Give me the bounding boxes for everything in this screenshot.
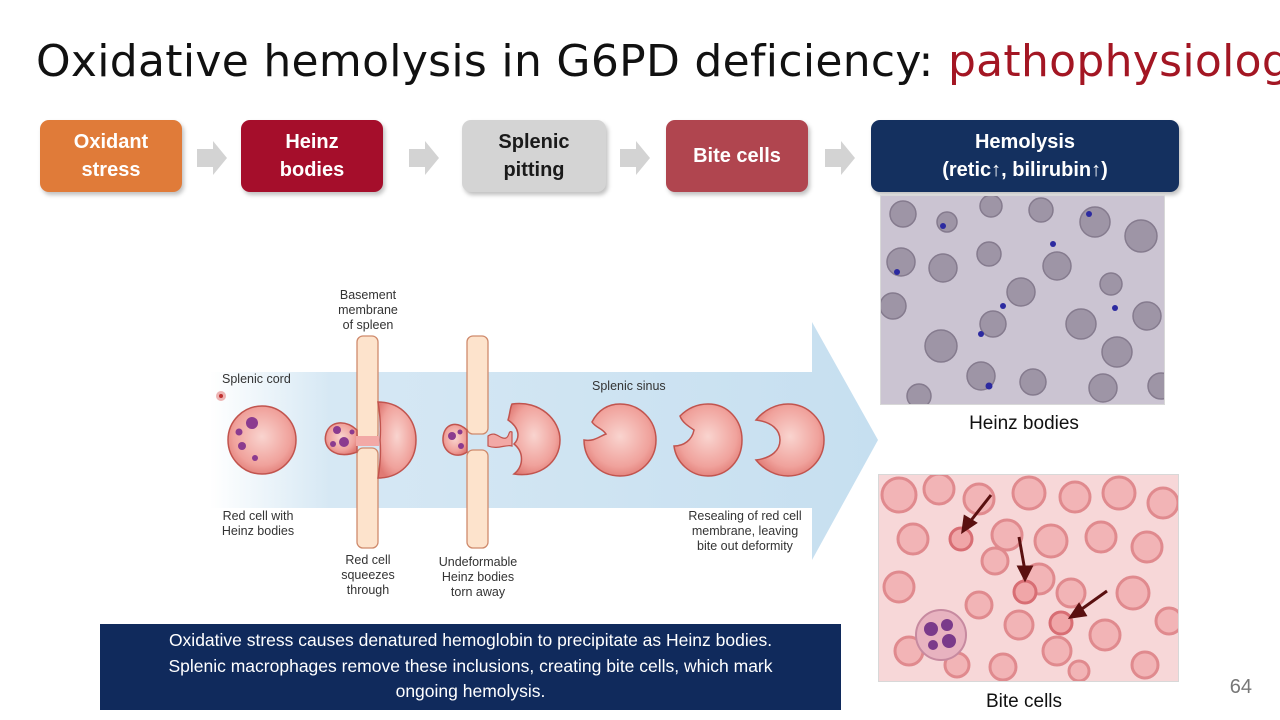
flow-arrow-3 [620,141,650,175]
flow-arrow-4 [825,141,855,175]
label-red-cell-heinz: Red cell with Heinz bodies [221,509,295,538]
label-red-cell-squeezes: Red cell squeezes through [341,553,395,597]
label-splenic-cord: Splenic cord [222,372,291,386]
summary-box: Oxidative stress causes denatured hemogl… [100,624,841,710]
red-cell-squeezing [324,401,417,479]
bite-cells-micrograph [878,474,1179,682]
resealing-cell-1 [583,403,657,477]
heinz-body [333,426,341,434]
heinz-body [238,442,246,450]
heinz-body [339,437,349,447]
heinz-body [457,429,463,435]
resealing-cell-2 [673,403,743,477]
flow-box-hemolysis: Hemolysis (retic↑, bilirubin↑) [871,120,1179,192]
label-basement-membrane: Basement membrane of spleen [338,288,398,332]
flow-arrow-1 [197,141,227,175]
basement-membrane-lower-1 [356,447,379,549]
red-cell-heinz-torn-away [442,402,561,476]
flow-box-splenic-pitting: Splenic pitting [462,120,606,192]
heinz-body [330,441,336,447]
red-cell-with-heinz-bodies [227,405,297,475]
basement-membrane-lower-2 [466,449,489,549]
label-resealing: Resealing of red cell membrane, leaving … [688,509,802,553]
basement-membrane-upper-2 [466,335,489,435]
bite-cells-caption: Bite cells [985,691,1063,712]
page-number: 64 [1229,676,1252,698]
heinz-body [246,417,258,429]
label-splenic-sinus: Splenic sinus [592,379,666,393]
heinz-body [235,428,243,436]
heinz-body [458,443,464,449]
heinz-body [448,432,456,440]
flow-box-heinz-bodies: Heinz bodies [241,120,383,192]
basement-membrane-upper-1 [356,335,379,441]
heinz-bodies-caption: Heinz bodies [969,413,1079,434]
flow-box-bite-cells: Bite cells [666,120,808,192]
label-undeformable: Undeformable Heinz bodies torn away [438,555,518,599]
splenic-pitting-diagram [210,322,878,560]
slide-title: Oxidative hemolysis in G6PD deficiency: … [36,36,1280,87]
heinz-body [252,455,258,461]
heinz-bodies-micrograph [880,195,1165,405]
heinz-body [349,429,355,435]
resealing-cell-3 [754,403,825,477]
flow-arrow-2 [409,141,439,175]
flow-box-oxidant-stress: Oxidant stress [40,120,182,192]
title-accent: pathophysiology [947,36,1280,87]
title-main: Oxidative hemolysis in G6PD deficiency: [36,36,948,87]
